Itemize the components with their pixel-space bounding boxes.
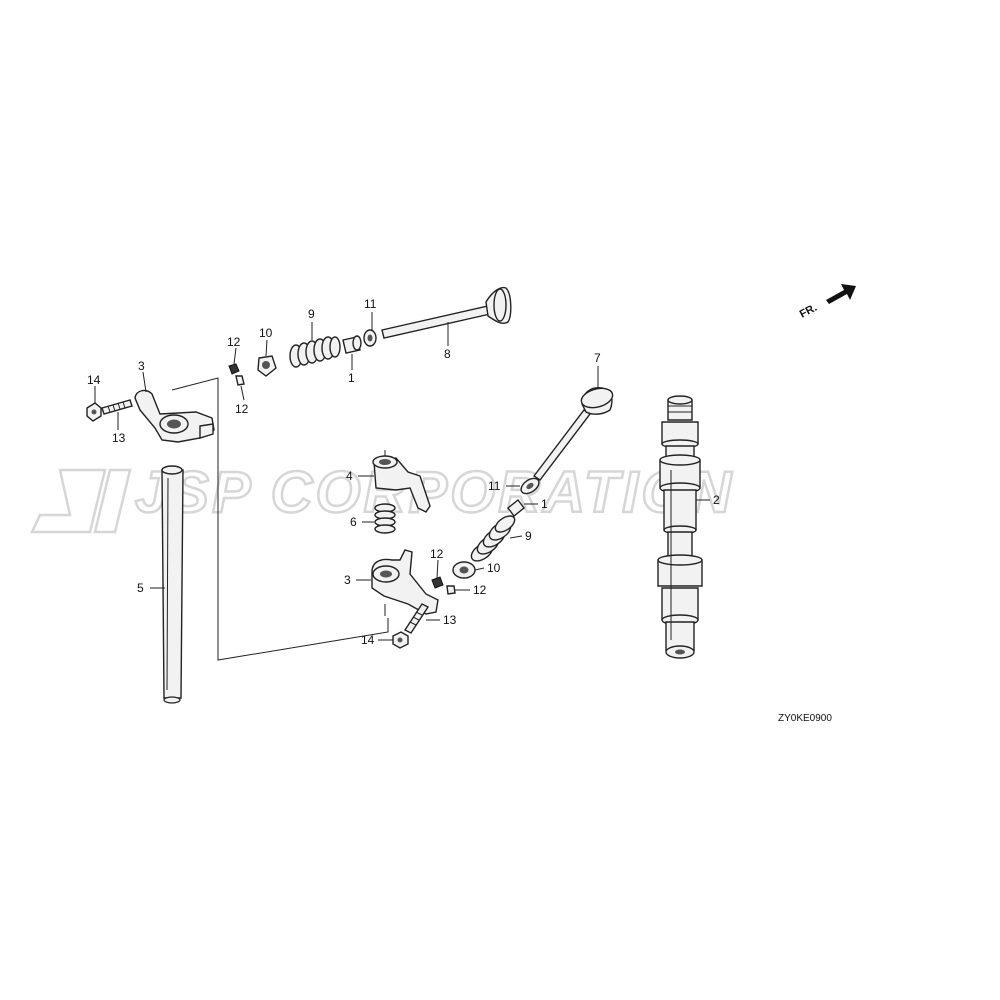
part-13-adjust-screw-upper: [101, 399, 133, 415]
callout-6: 6: [350, 515, 357, 529]
part-10-retainer-center: [452, 561, 476, 579]
part-6-pivot-spring: [374, 503, 396, 534]
callout-12-center-b: 12: [473, 583, 487, 597]
part-8-exhaust-valve: [381, 286, 512, 339]
front-direction-indicator: FR.: [798, 284, 856, 321]
callout-1-center: 1: [541, 497, 548, 511]
callout-12-upper-a: 12: [227, 335, 241, 349]
callout-4: 4: [346, 469, 353, 483]
part-3-rocker-arm-upper: [134, 389, 215, 443]
part-5-pushrod: [161, 465, 184, 704]
callout-13-upper: 13: [112, 431, 126, 445]
callout-11-upper: 11: [364, 297, 377, 311]
callout-14-upper: 14: [87, 373, 101, 387]
part-9-valve-spring-center: [470, 515, 516, 562]
part-1-stem-seal-center: [507, 499, 525, 517]
part-10-retainer-upper: [257, 355, 277, 377]
part-11-washer-center: [520, 477, 540, 495]
part-9-valve-spring-upper: [289, 336, 341, 368]
callout-1-upper: 1: [348, 371, 355, 385]
part-14-nut-upper: [86, 402, 102, 422]
part-2-camshaft: [657, 395, 703, 659]
callout-11-center: 11: [488, 479, 501, 493]
part-11-washer-upper: [363, 329, 377, 347]
callout-9-upper: 9: [308, 307, 315, 321]
callout-2: 2: [713, 493, 720, 507]
callout-13-center: 13: [443, 613, 457, 627]
part-12-cotter-upper: [228, 363, 245, 386]
callout-9-center: 9: [525, 529, 532, 543]
callout-12-upper-b: 12: [235, 402, 249, 416]
callout-3-center: 3: [344, 573, 351, 587]
callout-8: 8: [444, 347, 451, 361]
callout-10-upper: 10: [259, 326, 273, 340]
arrow-right-icon: [826, 284, 856, 304]
callout-10-center: 10: [487, 561, 501, 575]
callout-14-center: 14: [361, 633, 375, 647]
part-7-intake-valve: [532, 387, 614, 481]
part-3-rocker-arm-center: [371, 549, 439, 615]
part-1-stem-seal-upper: [342, 335, 362, 354]
callout-7: 7: [594, 351, 601, 365]
leader-lines: [94, 312, 710, 661]
watermark-logo: JSP CORPORATION: [30, 459, 734, 534]
callout-3-upper: 3: [138, 359, 145, 373]
part-14-nut-center: [392, 631, 409, 649]
callout-12-center-a: 12: [430, 547, 444, 561]
callout-labels: 14 3 13 12 12 10 9 1 11 8 7 5 4 6 3 14 1…: [87, 297, 720, 647]
diagram-code: ZY0KE0900: [778, 713, 832, 724]
part-12-cotter-center: [431, 576, 456, 595]
watermark-text: JSP CORPORATION: [135, 460, 734, 525]
callout-5: 5: [137, 581, 144, 595]
direction-label: FR.: [798, 302, 819, 321]
part-13-adjust-screw-center: [403, 603, 430, 634]
part-4-rocker-pivot: [372, 455, 431, 513]
